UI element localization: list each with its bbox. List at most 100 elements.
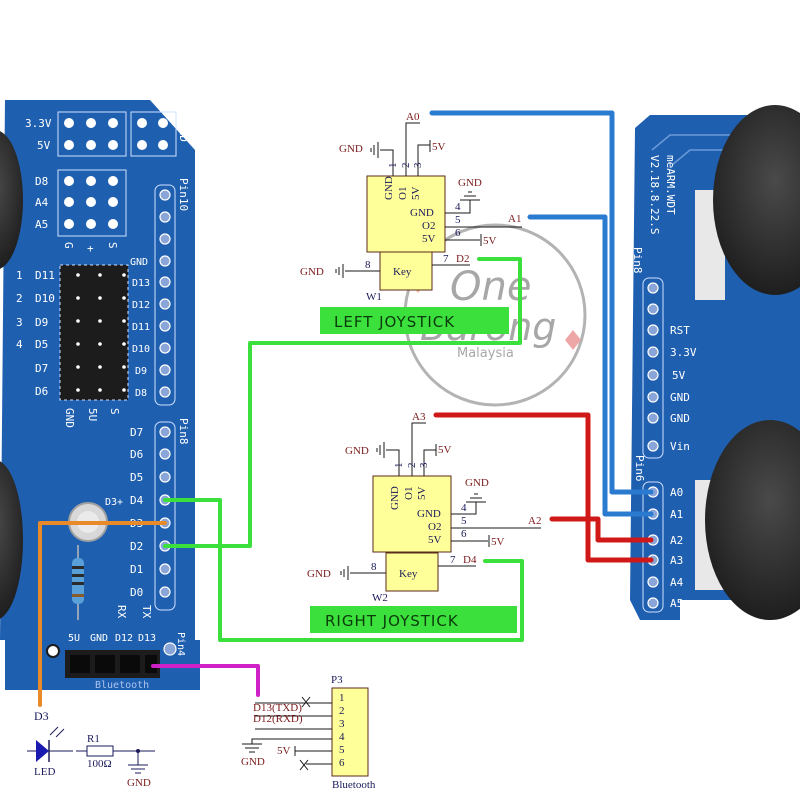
- connector-net: D13(TXD): [253, 702, 302, 714]
- analog-pin-label: A2: [670, 534, 683, 547]
- vcc-label: 5V: [483, 235, 497, 247]
- row-pin: D10: [35, 292, 55, 305]
- gnd-label: GND: [127, 777, 151, 789]
- pin-number: 8: [371, 561, 377, 573]
- servo-row-label: A4: [35, 196, 49, 209]
- right-joystick-labels: GND O1 5V 1 2 3 GND O2 5V 4 5 6 Key 7 D4…: [307, 411, 541, 604]
- right-joystick-schematic: [340, 422, 541, 592]
- wire-d4: [163, 498, 524, 642]
- pin-number: 2: [400, 163, 412, 169]
- connector-body: [331, 687, 369, 777]
- row-number: 2: [16, 292, 23, 305]
- pin-number: 7: [450, 554, 456, 566]
- resistor-icon: [86, 745, 114, 757]
- pin-label: GND: [130, 257, 148, 268]
- row-pin: D6: [35, 385, 48, 398]
- header-col-label: GND: [63, 408, 76, 428]
- pin-label: D5: [130, 471, 143, 484]
- pin-number: 1: [393, 463, 405, 469]
- watermark-leaf-icon: [565, 330, 581, 350]
- header-col-label: S: [108, 408, 121, 415]
- label-5v: 5V: [37, 139, 51, 152]
- pin-name: GND: [389, 486, 401, 510]
- wire-a3: [433, 412, 654, 563]
- wire-a2: [549, 516, 654, 543]
- pin-number: 3: [412, 162, 424, 168]
- power-pin-label: Vin: [670, 440, 690, 453]
- power-pin-label: RST: [670, 324, 690, 337]
- bluetooth-connector: P3 1 2 3 4 5 6 D13(TXD) D12(RXD) GND 5V …: [241, 674, 376, 791]
- joystick-knob-bottom-left: [0, 461, 23, 619]
- pin-header-title: Pin10: [177, 178, 190, 211]
- led-diode-icon: [36, 740, 49, 762]
- left-shield-board: 3.3V 5V GND D8 A4 A5 G + S: [0, 100, 200, 691]
- key-label: Key: [393, 266, 412, 278]
- gnd-label: GND: [458, 177, 482, 189]
- pin-name: 5V: [416, 487, 428, 501]
- pin-name: GND: [383, 176, 395, 200]
- power-pin-label: GND: [670, 391, 690, 404]
- vcc-label: 5V: [432, 141, 446, 153]
- pin-number: 7: [443, 253, 449, 265]
- servo-col-label: +: [87, 242, 94, 255]
- pin-name: O1: [397, 187, 409, 200]
- bluetooth-header: 5U GND D12 D13 RX TX Pin4 Bluetooth: [46, 605, 186, 691]
- connector-net: D12(RXD): [253, 713, 303, 725]
- analog-pin-title: Pin6: [633, 455, 646, 482]
- bt-rx-label: RX: [115, 605, 128, 619]
- servo-col-label: S: [106, 242, 119, 249]
- servo-row-label: D8: [35, 175, 48, 188]
- wire-a0: [429, 110, 654, 495]
- pin-number: 6: [455, 227, 461, 239]
- gnd-label: GND: [465, 477, 489, 489]
- connector-ref: P3: [331, 674, 343, 686]
- pin-header-bottom: Pin8 D7 D6 D5 D4 D3 D2 D1 D0: [130, 418, 190, 611]
- analog-pin-label: A5: [670, 597, 683, 610]
- pin-header-title: Pin8: [177, 418, 190, 445]
- servo-row-label: A5: [35, 218, 48, 231]
- connector-pin: 3: [339, 718, 345, 730]
- net-label: GND: [300, 266, 324, 278]
- net-label-o2: A1: [508, 213, 521, 225]
- left-joystick-schematic: [335, 122, 522, 291]
- bt-pin-label: D12: [115, 633, 133, 644]
- bt-silk-title: Bluetooth: [95, 680, 149, 691]
- wires: [38, 110, 654, 707]
- resistor-value: 100Ω: [87, 758, 112, 770]
- right-controller-board: meARM.WDT V2.18.8.22.S Pin8 RST 3.3V 5V …: [630, 105, 800, 620]
- analog-pin-label: A3: [670, 554, 683, 567]
- watermark-line3: Malaysia: [457, 346, 514, 361]
- power-pin-label: 5V: [672, 369, 686, 382]
- watermark-line1: One: [450, 264, 531, 310]
- pin-name: O2: [428, 521, 441, 533]
- joystick-key: [385, 552, 439, 592]
- pin-label: D7: [130, 426, 143, 439]
- row-number: 3: [16, 316, 23, 329]
- bt-pin-label: GND: [90, 633, 108, 644]
- pin-number: 2: [406, 463, 418, 469]
- pin-header-top: Pin10 GND D13 D12 D11 D10 D9 D8: [130, 178, 190, 406]
- connector-name: Bluetooth: [332, 779, 376, 791]
- pin-number: 1: [387, 163, 399, 169]
- connector-pin: 2: [339, 705, 345, 717]
- net-label: GND: [307, 568, 331, 580]
- pin-name: 5V: [410, 187, 422, 201]
- pin-name: GND: [417, 508, 441, 520]
- onboard-resistor: [72, 545, 84, 620]
- board-name: meARM.WDT: [664, 155, 677, 215]
- pin-name: GND: [410, 207, 434, 219]
- row-pin: D11: [35, 269, 55, 282]
- pin-label: D1: [130, 563, 143, 576]
- row-number: 1: [16, 269, 23, 282]
- pin-label: D13: [132, 278, 150, 289]
- gnd-label: GND: [339, 143, 363, 155]
- analog-pin-label: A4: [670, 576, 684, 589]
- pin-label: D0: [130, 586, 143, 599]
- vcc-label: 5V: [438, 444, 452, 456]
- gnd-label: GND: [345, 445, 369, 457]
- wire-a1: [527, 214, 654, 517]
- pin-number: 4: [455, 201, 461, 213]
- pin-name: O2: [422, 220, 435, 232]
- joystick-knob-bottom-right: [705, 420, 800, 620]
